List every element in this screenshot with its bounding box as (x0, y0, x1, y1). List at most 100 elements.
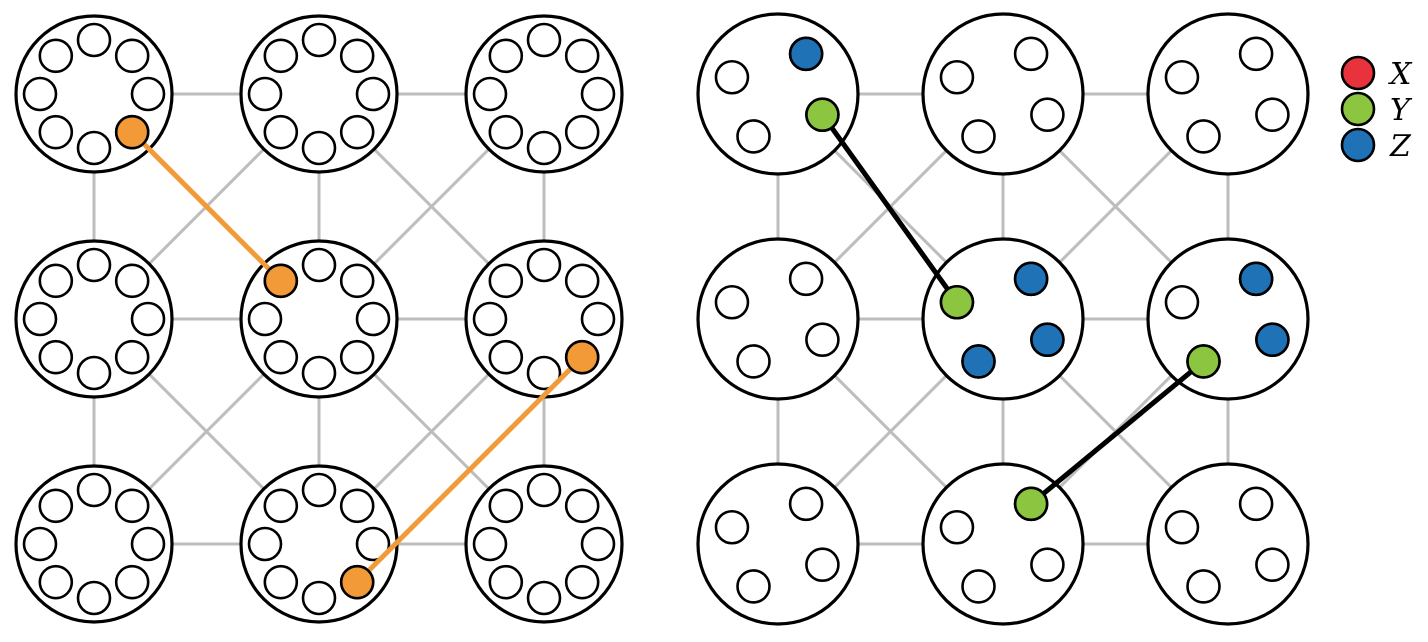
slot-circle (76, 580, 112, 616)
node (464, 14, 624, 174)
slot-circle (472, 76, 508, 112)
connection-line (354, 354, 585, 585)
connection-line (819, 112, 960, 305)
node-circle (921, 12, 1085, 176)
slot-circle (38, 564, 74, 600)
node-circle (1146, 237, 1310, 401)
slot-circle (38, 488, 74, 524)
slot-circle (488, 564, 524, 600)
node (696, 12, 860, 176)
slot-circle (22, 76, 58, 112)
legend-item: X (1340, 55, 1413, 92)
slot-circle (564, 263, 600, 299)
slot-circle (301, 472, 337, 508)
colored-slot (263, 263, 299, 299)
legend-label: X (1388, 57, 1413, 92)
slot-circle (580, 526, 616, 562)
colored-slot (1030, 322, 1065, 358)
slot-circle (564, 38, 600, 74)
slot-circle (263, 114, 299, 150)
slot-circle (130, 526, 166, 562)
slot-circle (961, 119, 996, 154)
slot-circle (339, 263, 375, 299)
slot-circle (263, 488, 299, 524)
legend-label: Y (1390, 93, 1413, 128)
slot-circle (564, 114, 600, 150)
slot-circle (472, 526, 508, 562)
legend-label: Z (1389, 129, 1412, 164)
slot-circle (76, 22, 112, 58)
colored-slot (114, 114, 150, 150)
slot-circle (22, 301, 58, 337)
slot-circle (22, 526, 58, 562)
node-circle (696, 462, 860, 626)
slot-circle (76, 355, 112, 391)
slot-circle (263, 38, 299, 74)
colored-slot (1013, 486, 1049, 522)
slot-circle (301, 355, 337, 391)
slot-circle (38, 38, 74, 74)
left-panel (14, 14, 624, 624)
node (1146, 237, 1310, 401)
slot-circle (130, 301, 166, 337)
legend-swatch (1340, 127, 1376, 163)
legend-swatch (1340, 91, 1376, 127)
node (14, 464, 174, 624)
node (1146, 462, 1310, 626)
slot-circle (1238, 36, 1274, 72)
slot-circle (130, 76, 166, 112)
slot-circle (788, 261, 824, 297)
slot-circle (488, 114, 524, 150)
legend-item: Z (1340, 127, 1412, 164)
slot-circle (247, 301, 283, 337)
colored-slot (339, 564, 375, 600)
slot-circle (339, 488, 375, 524)
slot-circle (114, 339, 150, 375)
slot-circle (472, 301, 508, 337)
nodes (14, 14, 624, 624)
slot-circle (1186, 569, 1221, 604)
slot-circle (805, 322, 840, 358)
slot-circle (301, 130, 337, 166)
node-circle (696, 237, 860, 401)
legend: XYZ (1340, 55, 1413, 164)
slot-circle (526, 580, 562, 616)
colored-slots (788, 36, 1290, 522)
slot-circle (76, 130, 112, 166)
slot-circle (714, 509, 750, 545)
node (696, 462, 860, 626)
node-circle (1146, 462, 1310, 626)
slot-circle (939, 59, 975, 95)
node-circle (696, 12, 860, 176)
slot-circle (736, 119, 771, 154)
slot-circle (714, 59, 750, 95)
node (921, 237, 1085, 401)
node (696, 237, 860, 401)
slot-circle (714, 284, 750, 320)
slot-circle (564, 564, 600, 600)
colored-slot (805, 97, 840, 133)
node (921, 462, 1085, 626)
colored-slot (1238, 261, 1274, 297)
slot-circle (1255, 97, 1290, 133)
slot-circle (1013, 36, 1049, 72)
slot-circle (301, 247, 337, 283)
slot-circle (736, 344, 771, 379)
slot-circle (961, 569, 996, 604)
slot-circle (580, 76, 616, 112)
slot-circle (114, 38, 150, 74)
slot-circle (339, 339, 375, 375)
colored-slot (939, 284, 975, 320)
slot-circle (526, 355, 562, 391)
slot-circle (263, 339, 299, 375)
slot-circle (301, 580, 337, 616)
colored-slot (1255, 322, 1290, 358)
slot-circle (247, 526, 283, 562)
slot-circle (1186, 119, 1221, 154)
slot-circle (788, 486, 824, 522)
slot-circle (355, 76, 391, 112)
connections (129, 129, 585, 585)
slot-circle (339, 114, 375, 150)
slot-circle (1238, 486, 1274, 522)
slot-circle (564, 488, 600, 524)
